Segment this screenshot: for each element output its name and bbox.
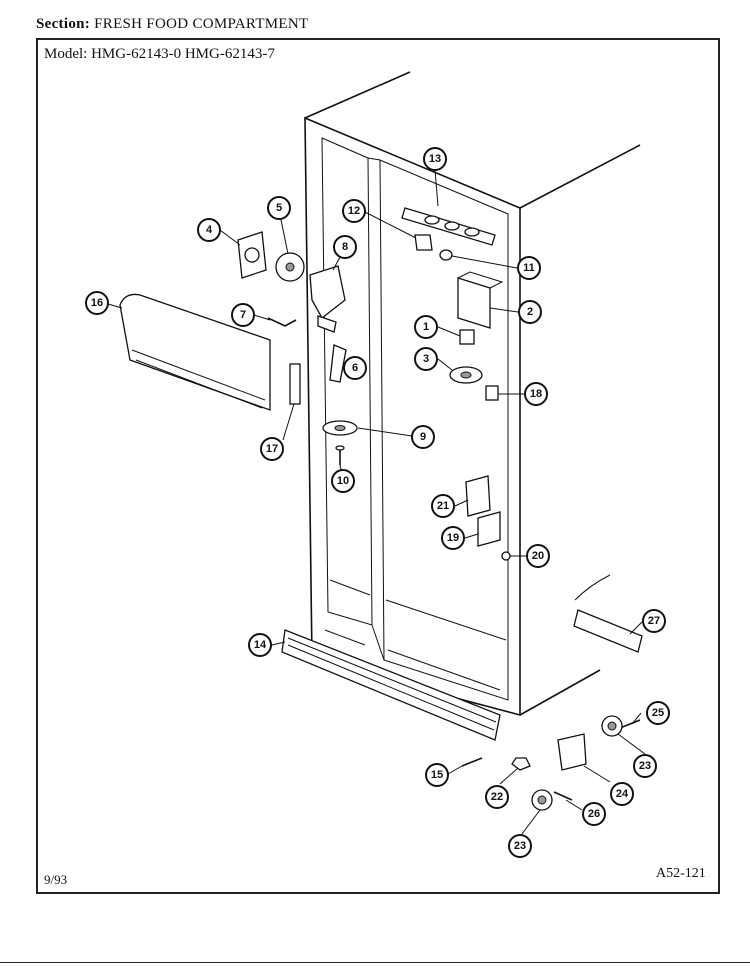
svg-text:14: 14	[254, 639, 267, 651]
svg-text:15: 15	[431, 769, 443, 781]
svg-text:6: 6	[352, 362, 358, 374]
part-25-screw	[619, 719, 641, 729]
svg-text:7: 7	[240, 309, 246, 321]
part-11-bulb	[439, 249, 453, 261]
part-10-screw	[335, 445, 345, 465]
part-8-damper	[309, 265, 346, 333]
svg-text:27: 27	[648, 615, 660, 627]
svg-text:17: 17	[266, 443, 278, 455]
part-22-nut	[511, 757, 531, 771]
part-4-housing	[237, 231, 267, 279]
callout-15: 15	[425, 763, 449, 787]
callout-22: 22	[485, 785, 509, 809]
callout-5: 5	[267, 196, 291, 220]
part-2-housing	[457, 271, 504, 329]
callout-27: 27	[642, 609, 666, 633]
callout-20: 20	[526, 544, 550, 568]
model-numbers: HMG-62143-0 HMG-62143-7	[91, 46, 275, 62]
callout-4: 4	[197, 218, 221, 242]
cabinet-outline	[304, 71, 641, 717]
callout-2: 2	[518, 300, 542, 324]
model-line: Model: HMG-62143-0 HMG-62143-7	[44, 46, 275, 63]
diagram-frame	[36, 38, 720, 894]
part-21-lens	[465, 475, 491, 517]
svg-text:22: 22	[491, 791, 503, 803]
part-3-knob	[449, 366, 483, 384]
part-26-pin	[553, 791, 573, 801]
callout-26: 26	[582, 802, 606, 826]
svg-text:3: 3	[423, 353, 429, 365]
bottom-rule	[0, 962, 750, 963]
callout-1: 1	[414, 315, 438, 339]
leader-lines	[107, 169, 646, 835]
footer-code: A52-121	[656, 866, 706, 881]
part-19-bracket	[477, 511, 501, 547]
part-23-roller-upper	[601, 715, 623, 737]
part-6-flap	[329, 344, 347, 383]
svg-text:20: 20	[532, 550, 544, 562]
svg-text:26: 26	[588, 808, 600, 820]
section-name: FRESH FOOD COMPARTMENT	[94, 16, 309, 32]
part-20-screw	[501, 551, 511, 561]
part-5-motor	[275, 252, 305, 282]
callout-13: 13	[423, 147, 447, 171]
callouts: 1 2 3 4 5 6 7 8 9 10 11 12 13 14 15 16 1…	[85, 147, 670, 858]
part-18-clip	[485, 385, 499, 401]
svg-text:11: 11	[523, 262, 535, 274]
svg-text:2: 2	[527, 306, 533, 318]
part-23-roller-lower	[531, 789, 553, 811]
part-13-bracket	[401, 207, 496, 246]
svg-text:1: 1	[423, 321, 429, 333]
svg-text:13: 13	[429, 153, 441, 165]
callout-9: 9	[411, 425, 435, 449]
callout-10: 10	[331, 469, 355, 493]
callout-3: 3	[414, 347, 438, 371]
svg-text:12: 12	[348, 205, 360, 217]
callout-14: 14	[248, 633, 272, 657]
svg-text:19: 19	[447, 532, 459, 544]
svg-text:4: 4	[206, 224, 213, 236]
callout-23-lower: 23	[508, 834, 532, 858]
footer-date: 9/93	[44, 872, 68, 887]
model-label: Model:	[44, 46, 88, 62]
svg-text:21: 21	[437, 500, 449, 512]
part-16-crisper-cover	[119, 293, 271, 411]
part-1-switch	[459, 329, 475, 345]
callout-18: 18	[524, 382, 548, 406]
part-12-socket	[414, 234, 433, 251]
callout-16: 16	[85, 291, 109, 315]
section-title: Section: FRESH FOOD COMPARTMENT	[36, 16, 308, 33]
callout-7: 7	[231, 303, 255, 327]
callout-19: 19	[441, 526, 465, 550]
svg-text:18: 18	[530, 388, 542, 400]
part-27-rail	[573, 574, 643, 653]
callout-12: 12	[342, 199, 366, 223]
callout-21: 21	[431, 494, 455, 518]
svg-text:23: 23	[639, 760, 651, 772]
svg-text:8: 8	[342, 241, 348, 253]
callout-24: 24	[610, 782, 634, 806]
svg-text:5: 5	[276, 202, 282, 214]
svg-text:23: 23	[514, 840, 526, 852]
part-24-bracket	[557, 733, 587, 771]
svg-text:9: 9	[420, 431, 426, 443]
part-17-bracket	[289, 363, 301, 405]
callout-6: 6	[343, 356, 367, 380]
part-15-clip	[461, 757, 483, 767]
callout-8: 8	[333, 235, 357, 259]
callout-25: 25	[646, 701, 670, 725]
svg-text:16: 16	[91, 297, 103, 309]
part-14-grille	[281, 629, 501, 741]
callout-23-upper: 23	[633, 754, 657, 778]
section-label: Section:	[36, 16, 91, 32]
svg-text:10: 10	[337, 475, 349, 487]
part-9-grommet	[322, 420, 358, 436]
svg-text:25: 25	[652, 707, 664, 719]
callout-11: 11	[517, 256, 541, 280]
part-7-wire	[267, 317, 297, 327]
callout-17: 17	[260, 437, 284, 461]
svg-text:24: 24	[616, 788, 629, 800]
